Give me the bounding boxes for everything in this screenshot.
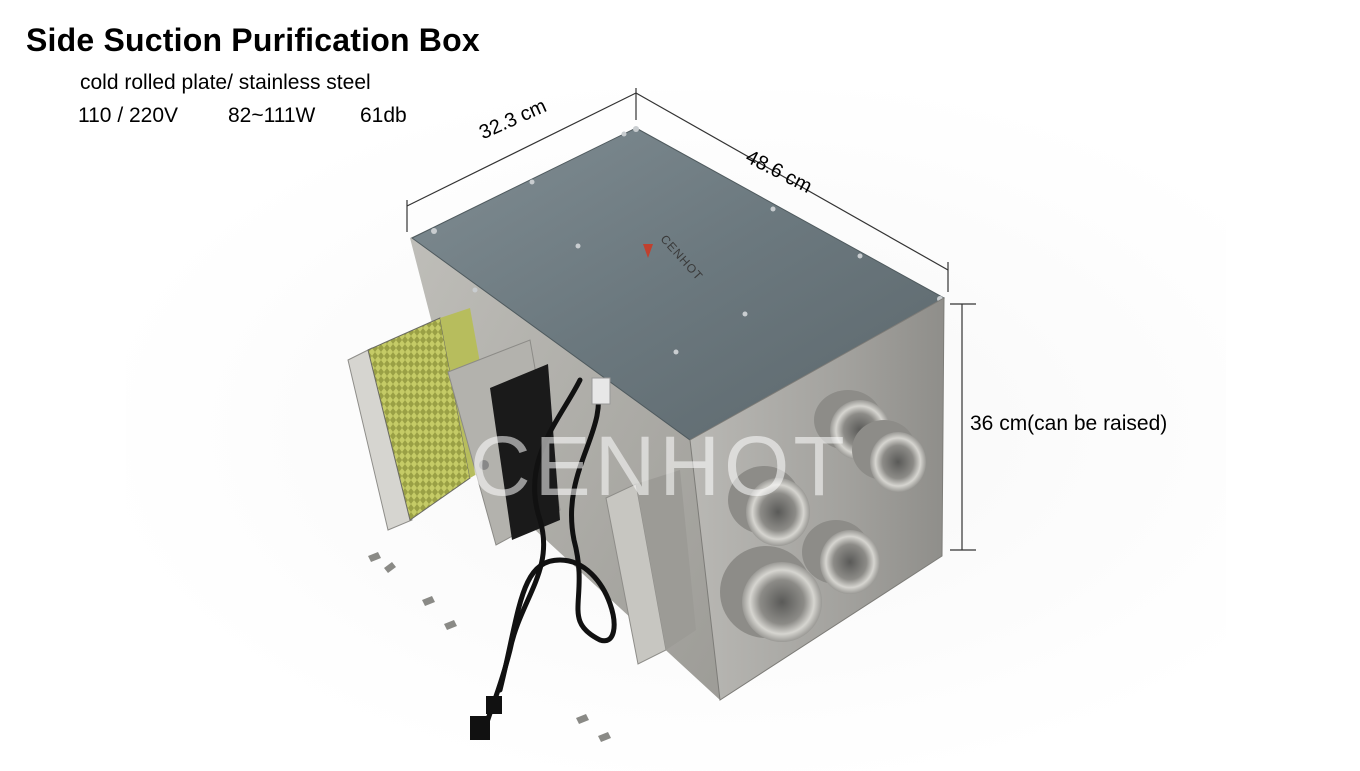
width-dimension-line	[406, 92, 637, 207]
side-plate	[605, 470, 696, 665]
brand-logo-icon	[643, 244, 653, 258]
outlet-pipes	[720, 390, 926, 642]
spec-noise: 61db	[360, 104, 407, 127]
outlet-pipe-top-right	[852, 420, 926, 492]
spec-power: 82~111W	[228, 104, 316, 127]
depth-dimension-line	[635, 92, 949, 271]
power-cable	[470, 377, 617, 740]
watermark-text: CENHOT	[470, 419, 849, 513]
spec-voltage: 110 / 220V	[78, 104, 179, 127]
outlet-pipe-large	[720, 546, 822, 642]
dimension-height-label: 36 cm(can be raised)	[970, 412, 1168, 435]
loose-screws	[368, 552, 611, 742]
motor-plate	[447, 339, 561, 546]
dimension-lines	[406, 88, 976, 551]
outlet-pipe-middle-right	[802, 520, 880, 594]
page-title: Side Suction Purification Box	[26, 22, 480, 58]
spec-material: cold rolled plate/ stainless steel	[80, 71, 371, 94]
outlet-pipe-middle-left	[728, 466, 810, 546]
